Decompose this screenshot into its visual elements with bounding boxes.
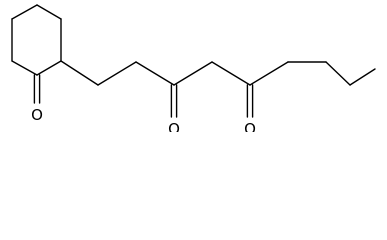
- bond-c9-c10: [173, 61, 213, 86]
- bond-c7-c8: [97, 61, 137, 86]
- bond-c14-c15: [349, 68, 376, 86]
- atom-label-o2: O: [168, 120, 180, 132]
- bond-c5-c6: [36, 60, 62, 76]
- bond-c6-c7: [60, 60, 99, 86]
- bond-c10-c11: [211, 61, 251, 86]
- bond-c3-c5: [11, 60, 38, 76]
- bond-c13-c14: [325, 61, 351, 86]
- atom-label-o3: O: [244, 120, 256, 132]
- bonds-layer: [11, 4, 376, 118]
- bond-c1-c2: [11, 4, 38, 20]
- bond-c8-c9: [135, 61, 175, 86]
- atom-label-o1: O: [31, 106, 43, 124]
- bond-c4-c1: [36, 4, 62, 20]
- bond-c11-c12: [249, 61, 289, 86]
